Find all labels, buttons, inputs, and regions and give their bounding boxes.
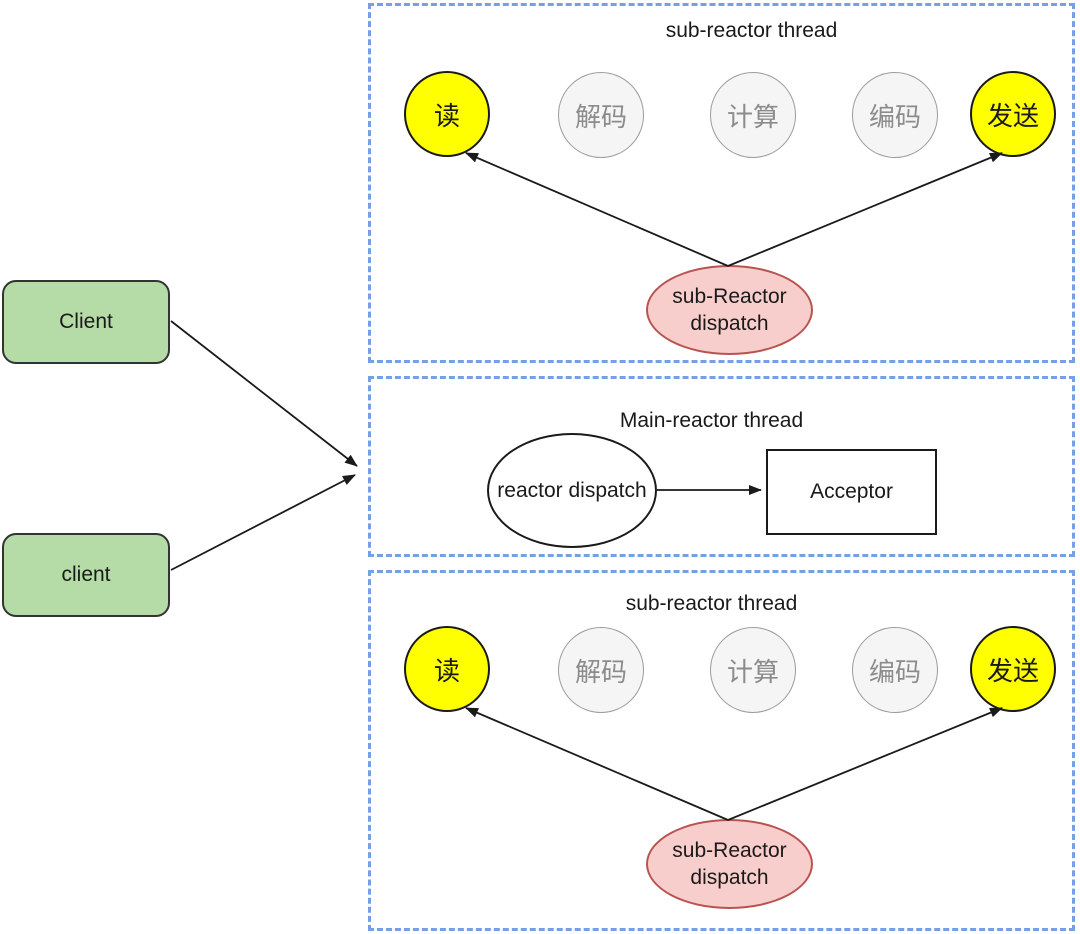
sub-reactor-bottom-title: sub-reactor thread: [625, 592, 798, 615]
sub-reactor-top-box: [368, 3, 1075, 363]
stage-decode-top: 解码: [558, 72, 644, 158]
main-reactor-title: Main-reactor thread: [619, 409, 804, 432]
arrow-client-top-to-main-reactor: [170, 320, 358, 467]
client-node-bottom: client: [2, 533, 170, 617]
stage-compute-bottom: 计算: [710, 627, 796, 713]
sub-reactor-dispatch-bottom-line1: sub-Reactor: [672, 839, 787, 862]
sub-reactor-dispatch-bottom-line2: dispatch: [690, 866, 769, 889]
reactor-dispatch-node: reactor dispatch: [487, 433, 657, 548]
sub-reactor-dispatch-top-line2: dispatch: [690, 312, 769, 335]
sub-reactor-bottom-box: [368, 570, 1075, 931]
stage-encode-top: 编码: [852, 72, 938, 158]
stage-read-top: 读: [404, 71, 490, 157]
sub-reactor-top-title: sub-reactor thread: [665, 19, 838, 42]
stage-send-top: 发送: [970, 71, 1056, 157]
stage-decode-bottom: 解码: [558, 627, 644, 713]
sub-reactor-dispatch-top: sub-Reactor dispatch: [646, 265, 813, 355]
stage-compute-top: 计算: [710, 72, 796, 158]
arrow-client-bottom-to-main-reactor: [170, 474, 356, 571]
sub-reactor-dispatch-bottom: sub-Reactor dispatch: [646, 819, 813, 909]
main-reactor-box: [368, 376, 1075, 557]
stage-read-bottom: 读: [404, 626, 490, 712]
stage-send-bottom: 发送: [970, 626, 1056, 712]
sub-reactor-dispatch-top-line1: sub-Reactor: [672, 285, 787, 308]
client-node-top: Client: [2, 280, 170, 364]
acceptor-node: Acceptor: [766, 449, 937, 535]
stage-encode-bottom: 编码: [852, 627, 938, 713]
